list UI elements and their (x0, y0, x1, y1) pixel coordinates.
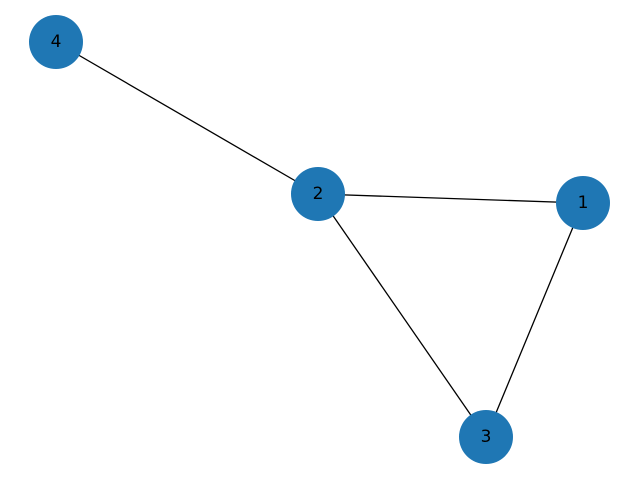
node-layer: 1 2 3 4 (29, 15, 610, 464)
node-circle-4 (29, 15, 83, 69)
node-2: 2 (291, 167, 345, 221)
edge-4-2 (55, 41, 319, 195)
node-label-4: 4 (51, 32, 62, 52)
node-label-3: 3 (481, 427, 492, 447)
edge-layer (55, 41, 584, 438)
edge-2-1 (317, 193, 584, 204)
node-circle-3 (459, 410, 513, 464)
node-label-1: 1 (578, 193, 589, 213)
node-label-2: 2 (313, 184, 324, 204)
node-1: 1 (556, 176, 610, 230)
edge-1-3 (485, 202, 584, 438)
node-3: 3 (459, 410, 513, 464)
edge-2-3 (317, 193, 487, 438)
node-circle-1 (556, 176, 610, 230)
node-circle-2 (291, 167, 345, 221)
node-4: 4 (29, 15, 83, 69)
